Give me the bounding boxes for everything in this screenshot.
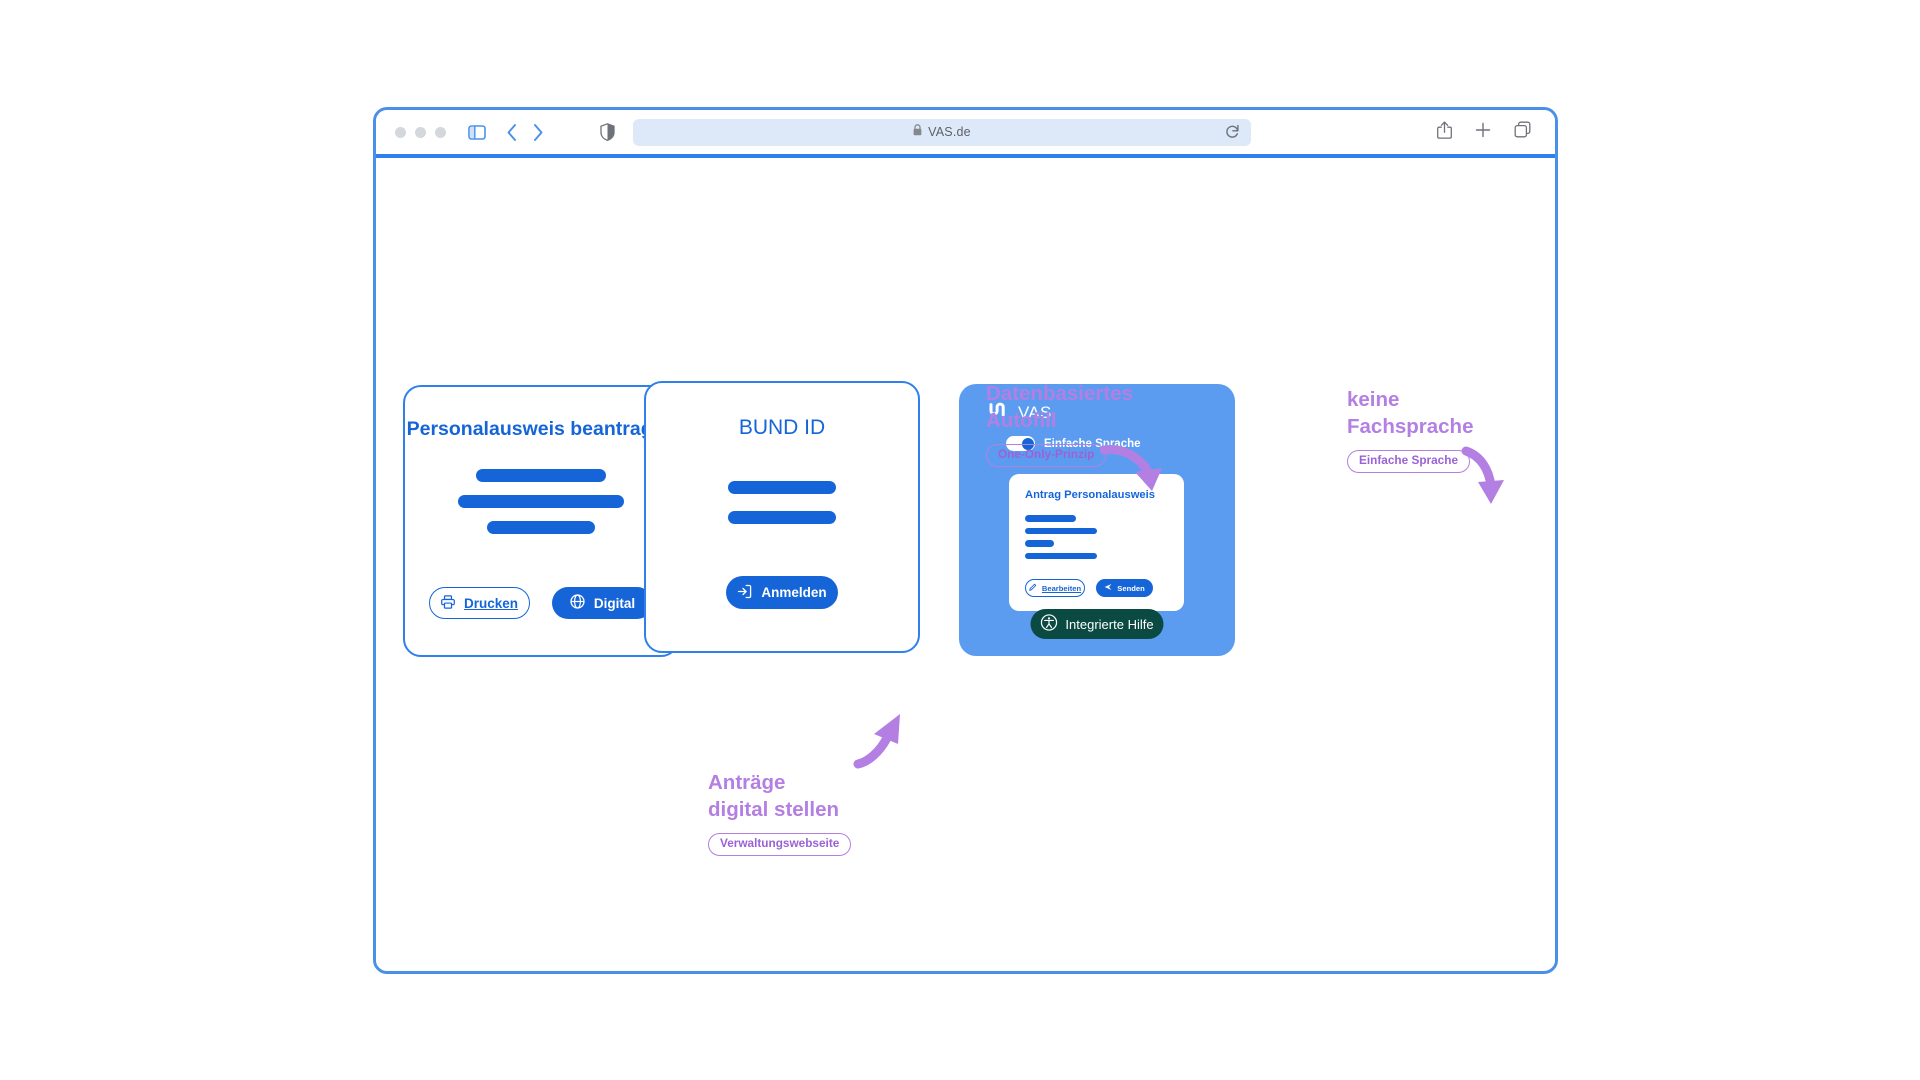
card-personalausweis[interactable]: Personalausweis beantragen	[403, 385, 679, 657]
antrag-form-action-row: Bearbeiten Senden	[1025, 579, 1153, 597]
annotation-autofill: Datenbasiertes Autofill One-Only-Prinzip	[986, 380, 1133, 467]
integrierte-hilfe-label: Integrierte Hilfe	[1065, 616, 1154, 632]
placeholder-bar	[1025, 540, 1054, 547]
close-window-button[interactable]	[395, 126, 406, 138]
placeholder-text-bars	[1025, 515, 1184, 559]
reload-icon[interactable]	[1225, 124, 1240, 140]
annotation-fachsprache: keine Fachsprache Einfache Sprache	[1347, 386, 1473, 473]
print-button-label: Drucken	[463, 595, 519, 611]
edit-button[interactable]: Bearbeiten	[1025, 579, 1085, 597]
placeholder-text-bars	[405, 469, 677, 535]
lock-icon	[913, 123, 922, 141]
browser-window: VAS.de	[373, 107, 1558, 974]
back-button[interactable]	[506, 123, 518, 142]
placeholder-bar	[487, 521, 595, 535]
accessibility-icon	[1040, 614, 1058, 634]
annotation-antraege-pill: Verwaltungswebseite	[708, 832, 852, 856]
address-bar[interactable]: VAS.de	[633, 118, 1251, 146]
antrag-form-card[interactable]: Antrag Personalausweis	[1009, 474, 1184, 611]
annotation-autofill-title: Datenbasiertes Autofill	[986, 382, 1133, 433]
sidebar-toggle-icon[interactable]	[468, 124, 486, 140]
printer-icon	[441, 594, 455, 612]
annotation-fachsprache-title: keine Fachsprache	[1347, 388, 1474, 439]
card-vas[interactable]: VAS Einfache Sprache Antrag Personalausw…	[959, 384, 1235, 656]
send-button-label: Senden	[1117, 583, 1145, 593]
card-action-row: Drucken Digital	[405, 587, 677, 619]
send-button[interactable]: Senden	[1096, 579, 1153, 597]
print-button[interactable]: Drucken	[429, 587, 530, 619]
address-bar-content: VAS.de	[913, 123, 971, 141]
card-title-personalausweis: Personalausweis beantragen	[406, 418, 676, 440]
digital-button[interactable]: Digital	[552, 587, 653, 619]
card-bund-id[interactable]: BUND ID Anmelden	[644, 381, 920, 653]
login-arrow-icon	[737, 584, 752, 602]
login-button[interactable]: Anmelden	[726, 576, 838, 609]
vas-brand-name: VAS	[1018, 402, 1052, 422]
integrierte-hilfe-button[interactable]: Integrierte Hilfe	[1030, 609, 1164, 639]
shield-privacy-icon[interactable]	[600, 123, 615, 141]
placeholder-bar	[476, 469, 606, 483]
share-icon[interactable]	[1437, 120, 1452, 144]
card-action-row: Anmelden	[646, 576, 918, 609]
browser-toolbar: VAS.de	[376, 110, 1555, 158]
send-icon	[1104, 583, 1112, 593]
forward-button[interactable]	[532, 123, 544, 142]
placeholder-bar	[728, 511, 836, 525]
placeholder-bar	[1025, 552, 1097, 559]
annotation-antraege-title: Anträge digital stellen	[708, 771, 839, 822]
login-button-label: Anmelden	[761, 585, 827, 600]
globe-icon	[570, 594, 585, 612]
toolbar-right-actions	[1437, 120, 1531, 144]
edit-button-label: Bearbeiten	[1041, 583, 1082, 593]
placeholder-text-bars	[646, 481, 918, 525]
window-traffic-lights[interactable]	[395, 126, 446, 138]
digital-button-label: Digital	[593, 595, 636, 611]
tab-overview-icon[interactable]	[1514, 121, 1531, 143]
placeholder-bar	[728, 481, 836, 495]
minimize-window-button[interactable]	[415, 126, 426, 138]
page-content: Personalausweis beantragen	[376, 158, 1555, 967]
arrow-antraege-icon	[853, 714, 900, 769]
pencil-icon	[1029, 583, 1037, 593]
plus-icon[interactable]	[1475, 122, 1491, 143]
placeholder-bar	[1025, 515, 1076, 522]
placeholder-bar	[458, 495, 624, 509]
maximize-window-button[interactable]	[435, 126, 446, 138]
vas-logo-icon	[989, 402, 1010, 423]
url-text: VAS.de	[928, 125, 971, 139]
annotation-autofill-pill: One-Only-Prinzip	[986, 443, 1107, 467]
antrag-form-title: Antrag Personalausweis	[1025, 489, 1155, 501]
placeholder-bar	[1025, 527, 1097, 534]
card-title-bund-id: BUND ID	[738, 416, 826, 439]
annotation-fachsprache-pill: Einfache Sprache	[1347, 449, 1471, 473]
annotation-antraege: Anträge digital stellen Verwaltungswebse…	[708, 769, 852, 856]
vas-brand: VAS	[989, 402, 1235, 423]
